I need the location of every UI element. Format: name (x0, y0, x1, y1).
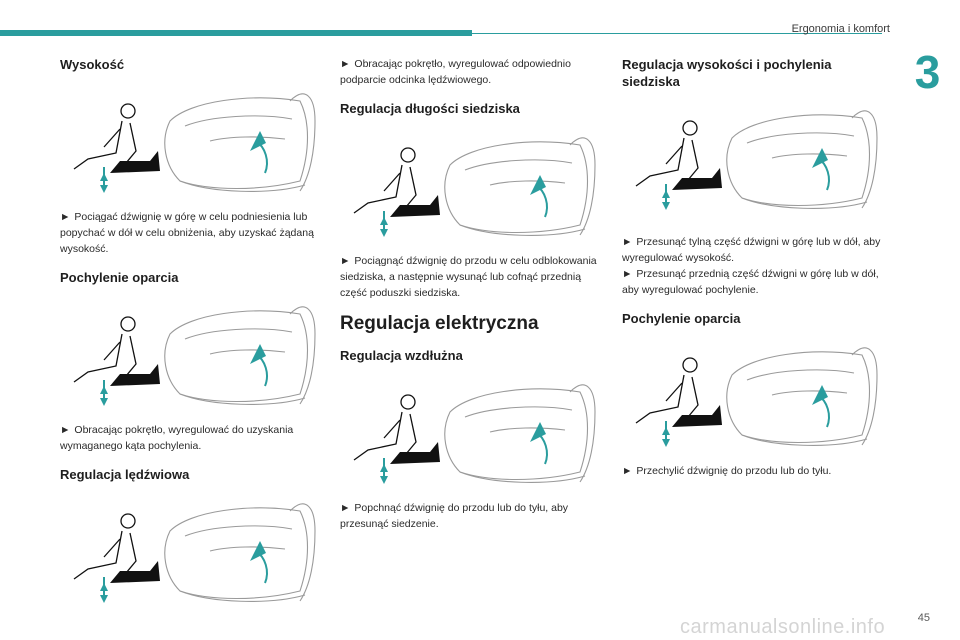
bullet-arrow-icon: ► (60, 424, 71, 436)
illustration-longitudinal (340, 372, 600, 490)
column-1: Wysokość ►Pociągać dźwignię w górę w cel (60, 56, 330, 619)
bullet-arrow-icon: ► (622, 465, 633, 477)
paragraph-lumbar: ►Obracając pokrętło, wyregulować odpowie… (340, 58, 571, 86)
chapter-title: Ergonomia i komfort (791, 23, 890, 35)
bullet-arrow-icon: ► (340, 502, 351, 514)
page-number: 45 (917, 612, 930, 624)
section-title-electric-backrest: Pochylenie oparcia (622, 311, 741, 326)
header-accent-bar (0, 30, 472, 36)
bullet-arrow-icon: ► (622, 236, 633, 248)
column-2: ►Obracając pokrętło, wyregulować odpowie… (340, 56, 610, 544)
column-3: Regulacja wysokości i pochylenia siedzis… (622, 56, 892, 491)
illustration-height (60, 81, 320, 199)
bullet-arrow-icon: ► (340, 58, 351, 70)
illustration-lumbar (60, 491, 320, 609)
section-title-lumbar: Regulacja lędźwiowa (60, 467, 190, 482)
illustration-cushion-length (340, 125, 600, 243)
seat-diagram (73, 503, 316, 603)
bullet-arrow-icon: ► (622, 268, 633, 280)
section-title-backrest: Pochylenie oparcia (60, 270, 179, 285)
paragraph-cushion-length: ►Pociągnąć dźwignię do przodu w celu odb… (340, 255, 597, 299)
bullet-arrow-icon: ► (340, 255, 351, 267)
paragraph-height-tilt-2: ►Przesunąć przednią część dźwigni w górę… (622, 268, 879, 296)
watermark: carmanualsonline.info (680, 616, 886, 638)
section-title-height: Wysokość (60, 57, 125, 72)
section-title-longitudinal: Regulacja wzdłużna (340, 348, 463, 363)
seat-diagram (353, 384, 596, 484)
illustration-electric-backrest (622, 335, 882, 453)
paragraph-backrest: ►Obracając pokrętło, wyregulować do uzys… (60, 424, 294, 452)
seat-diagram (635, 347, 878, 447)
header-divider (472, 33, 882, 34)
seat-diagram (353, 137, 596, 237)
seat-diagram (635, 110, 878, 210)
paragraph-longitudinal: ►Popchnąć dźwignię do przodu lub do tyłu… (340, 502, 569, 530)
illustration-backrest (60, 294, 320, 412)
seat-diagram (73, 306, 316, 406)
section-title-cushion-length: Regulacja długości siedziska (340, 101, 520, 116)
illustration-height-tilt (622, 98, 882, 224)
paragraph-height: ►Pociągać dźwignię w górę w celu podnies… (60, 211, 314, 255)
seat-diagram (73, 93, 316, 193)
paragraph-electric-backrest: ►Przechylić dźwignię do przodu lub do ty… (622, 465, 832, 477)
section-title-height-tilt: Regulacja wysokości i pochylenia siedzis… (622, 57, 832, 89)
paragraph-height-tilt-1: ►Przesunąć tylną część dźwigni w górę lu… (622, 236, 881, 264)
chapter-number: 3 (895, 44, 960, 100)
bullet-arrow-icon: ► (60, 211, 71, 223)
section-heading-electric: Regulacja elektryczna (340, 313, 539, 334)
